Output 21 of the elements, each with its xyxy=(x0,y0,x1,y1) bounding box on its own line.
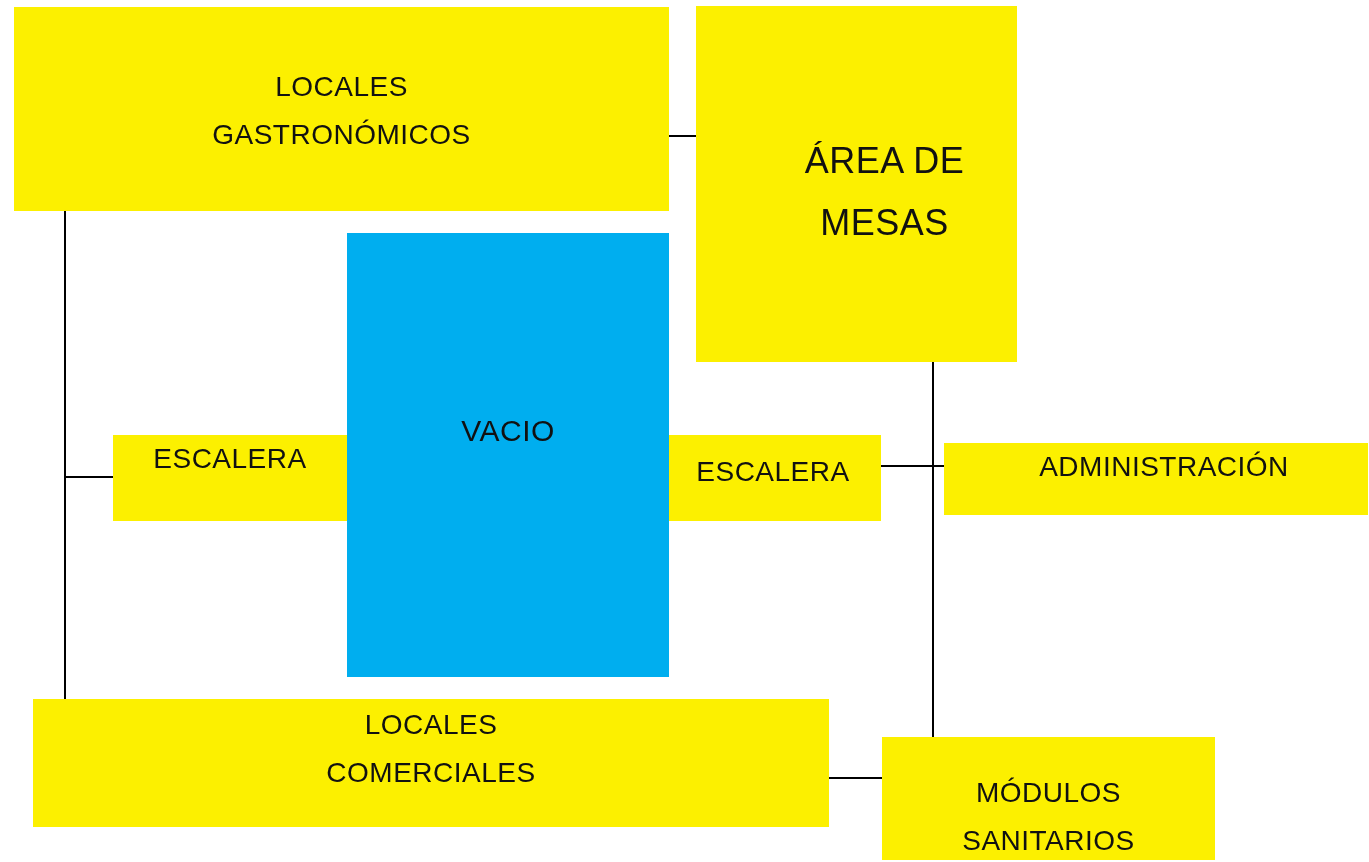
space-label: LOCALES COMERCIALES xyxy=(325,708,537,791)
space-label: ESCALERA xyxy=(153,442,307,476)
space-box xyxy=(696,6,1017,362)
space-label: LOCALES GASTRONÓMICOS xyxy=(211,70,472,153)
space-box xyxy=(882,737,1215,860)
space-label: ÁREA DE MESAS xyxy=(803,139,966,245)
space-label: ADMINISTRACIÓN xyxy=(1039,450,1289,484)
space-box xyxy=(113,435,347,521)
connector-line xyxy=(828,777,883,779)
connector-line xyxy=(932,361,934,738)
space-label: VACIO xyxy=(461,413,555,449)
space-box xyxy=(33,699,829,827)
space-box xyxy=(14,7,669,211)
space-box xyxy=(669,435,881,521)
connector-line xyxy=(880,465,945,467)
space-box xyxy=(944,443,1368,515)
space-label: ESCALERA xyxy=(696,455,850,489)
void-area-box xyxy=(347,233,669,677)
connector-line xyxy=(668,135,697,137)
space-label: MÓDULOS SANITARIOS xyxy=(961,776,1136,859)
connector-line xyxy=(64,210,114,478)
